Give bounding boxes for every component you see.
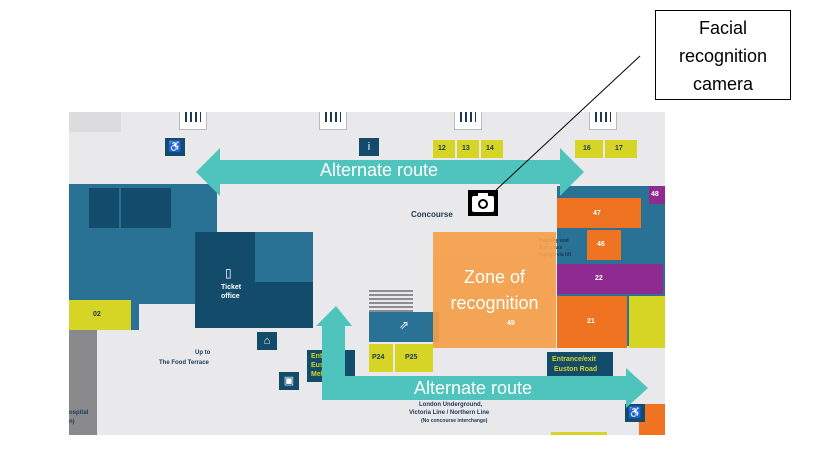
ticket-office-label-2: office	[221, 293, 240, 300]
entrance-euston-road: Entrance/exit Euston Road	[547, 352, 613, 378]
taxi-icon: ▣	[279, 372, 299, 390]
unit-16: 16	[575, 140, 603, 158]
platform-gate-3	[454, 112, 482, 130]
unit-p24: P24	[369, 344, 393, 372]
left-bottom-column	[69, 330, 97, 435]
unit-02: 02	[69, 300, 131, 330]
unit-47: 47	[557, 198, 641, 228]
ticket-office-waiting	[255, 232, 313, 282]
underground-label-3: (No concourse interchange)	[421, 418, 488, 424]
camera-icon	[468, 190, 498, 216]
waiting-room-icon: ♿	[165, 138, 185, 156]
unit-21: 21	[557, 296, 627, 348]
concourse-label: Concourse	[411, 210, 453, 219]
escalator-icon: ⇗	[399, 318, 410, 332]
top-route-label: Alternate route	[320, 160, 439, 180]
facial-recognition-callout: Facial recognition camera	[655, 10, 791, 100]
unit-14: 14	[481, 140, 503, 158]
accessible-icon: ⌂	[257, 332, 277, 350]
callout-line-2: recognition	[678, 46, 768, 66]
bottom-yellow-strip	[551, 432, 607, 435]
hospital-label-1: ospital	[69, 410, 89, 416]
unit-13: 13	[457, 140, 479, 158]
escalator-steps	[369, 288, 413, 312]
unit-02-side	[131, 300, 139, 330]
bottom-route-label: Alternate route	[414, 378, 533, 398]
unit-22: 22	[557, 264, 663, 294]
top-alternate-route-arrow	[196, 148, 584, 196]
ticket-icon: ▯	[225, 266, 232, 280]
hospital-label-2: n)	[69, 419, 75, 425]
zone-label-line-2: recognition	[450, 293, 539, 313]
bottom-alternate-route-arrow	[316, 306, 648, 408]
food-terrace-label-1: Up to	[195, 350, 211, 356]
left-lower-block	[69, 260, 131, 304]
food-terrace-label-2: The Food Terrace	[159, 360, 209, 366]
unit-p25: P25	[395, 344, 433, 372]
underground-label-1: London Underground,	[419, 402, 483, 408]
platform-gate-2	[319, 112, 347, 130]
zone-of-recognition: 49	[433, 232, 556, 348]
unit-12: 12	[433, 140, 455, 158]
left-building-inner-2	[121, 188, 171, 228]
accessible-icon-right: ♿	[625, 404, 645, 422]
escalator-block	[369, 312, 439, 342]
unit-17: 17	[605, 140, 637, 158]
unit-46: 46	[587, 230, 621, 260]
zone-label-line-1: Zone of	[463, 267, 526, 287]
unit-49: 49	[507, 320, 515, 327]
callout-pointer-line	[495, 55, 641, 191]
callout-line-1: Facial	[698, 18, 747, 38]
platform-gate-1	[179, 112, 207, 130]
unit-48: 48	[649, 186, 665, 204]
ticket-office-label-1: Ticket	[221, 284, 242, 291]
left-building-inner	[89, 188, 119, 228]
info-icon: i	[359, 138, 379, 156]
underground-label-2: Victoria Line / Northern Line	[409, 410, 490, 416]
callout-line-3: camera	[692, 74, 754, 94]
zone-label: Zone of recognition	[433, 264, 556, 316]
right-yellow-unit	[629, 296, 665, 348]
platform-gate-4	[589, 112, 617, 130]
top-shop-block-left	[69, 112, 121, 132]
